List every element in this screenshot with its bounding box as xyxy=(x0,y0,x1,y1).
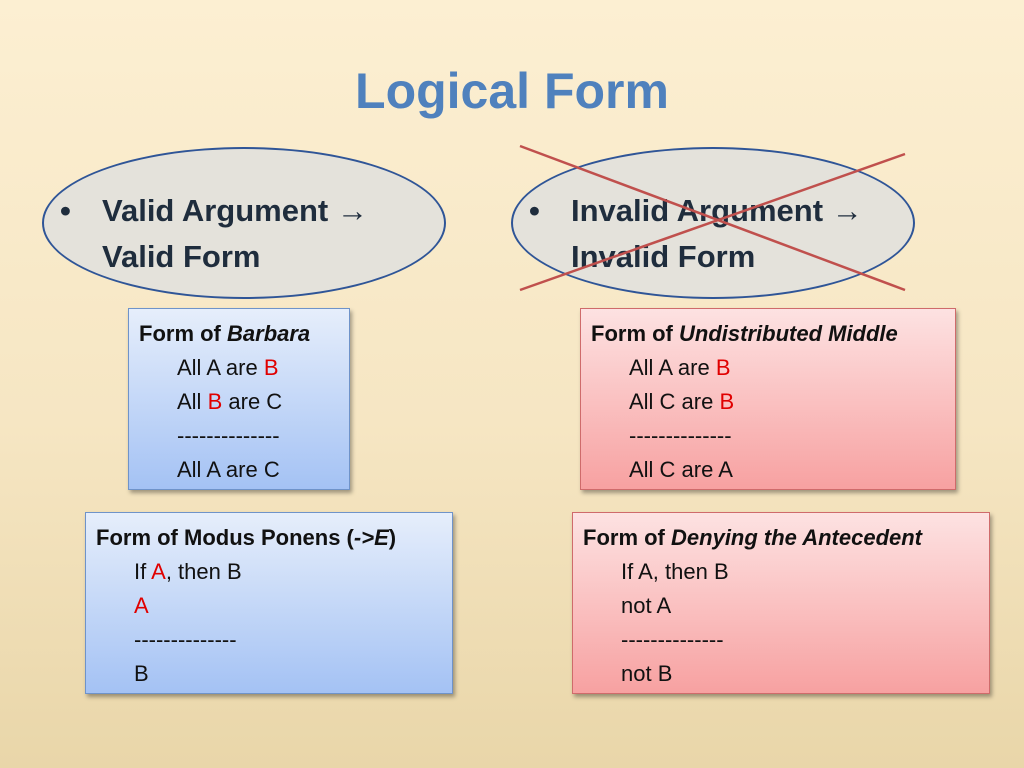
modus-ponens-separator: -------------- xyxy=(134,627,237,652)
denying-conclusion: not B xyxy=(621,661,673,686)
modus-ponens-premise-1: If A, then B xyxy=(96,555,442,589)
implication-operator: -> xyxy=(353,525,375,550)
middle-term: B xyxy=(207,389,223,414)
barbara-separator: -------------- xyxy=(177,423,280,448)
premise-text: , then B xyxy=(165,559,242,584)
modus-ponens-title: Form of Modus Ponens (->E) xyxy=(96,521,442,555)
form-of-label: Form of xyxy=(139,321,221,346)
cross-line-1 xyxy=(519,144,906,292)
barbara-premise-1: All A are B xyxy=(139,351,339,385)
valid-form-label: Valid Form xyxy=(102,239,261,274)
undistributed-middle-box: Form of Undistributed Middle All A are B… xyxy=(580,308,956,490)
right-arrow-icon: → xyxy=(336,193,368,228)
denying-premise-1: If A, then B xyxy=(621,559,729,584)
modus-ponens-premise-2: A xyxy=(134,593,149,618)
invalid-form-label: Invalid Form xyxy=(571,239,756,274)
modus-ponens-conclusion: B xyxy=(134,661,149,686)
premise-text: If xyxy=(134,559,147,584)
undistributed-conclusion: All C are A xyxy=(629,457,733,482)
barbara-form-title: Form of Barbara xyxy=(139,317,339,351)
valid-argument-oval xyxy=(42,147,446,299)
denying-separator: -------------- xyxy=(621,627,724,652)
premise-text: All xyxy=(177,389,202,414)
middle-term: B xyxy=(263,355,279,380)
middle-term: B xyxy=(715,355,731,380)
premise-text: All A are xyxy=(629,355,710,380)
elimination-letter: E xyxy=(374,525,389,550)
denying-premise-2: not A xyxy=(621,593,672,618)
barbara-form-box: Form of Barbara All A are B All B are C … xyxy=(128,308,350,490)
middle-term: B xyxy=(719,389,735,414)
valid-argument-line: Valid Argument → xyxy=(102,188,368,234)
antecedent-term: A xyxy=(151,559,166,584)
barbara-premise-2: All B are C xyxy=(139,385,339,419)
form-of-label: Form of xyxy=(591,321,673,346)
invalid-argument-bullet: • Invalid Argument → Invalid Form xyxy=(529,188,919,288)
close-paren: ) xyxy=(388,525,397,550)
cross-line-2 xyxy=(519,152,906,292)
right-arrow-icon: → xyxy=(831,193,863,228)
denying-antecedent-name: Denying the Antecedent xyxy=(671,525,923,550)
modus-ponens-box: Form of Modus Ponens (->E) If A, then B … xyxy=(85,512,453,694)
undistributed-premise-2: All C are B xyxy=(591,385,945,419)
barbara-conclusion: All A are C xyxy=(177,457,280,482)
premise-text: are C xyxy=(228,389,283,414)
barbara-name: Barbara xyxy=(227,321,311,346)
slide-title: Logical Form xyxy=(355,63,669,119)
bullet-icon: • xyxy=(60,193,71,228)
undistributed-separator: -------------- xyxy=(629,423,732,448)
bullet-icon: • xyxy=(529,193,540,228)
denying-antecedent-title: Form of Denying the Antecedent xyxy=(583,521,979,555)
undistributed-middle-title: Form of Undistributed Middle xyxy=(591,317,945,351)
premise-text: All A are xyxy=(177,355,258,380)
premise-text: All C are xyxy=(629,389,714,414)
denying-antecedent-box: Form of Denying the Antecedent If A, the… xyxy=(572,512,990,694)
form-of-label: Form of xyxy=(583,525,665,550)
undistributed-middle-name: Undistributed Middle xyxy=(679,321,898,346)
valid-argument-bullet: • Valid Argument → Valid Form xyxy=(60,188,440,288)
undistributed-premise-1: All A are B xyxy=(591,351,945,385)
valid-argument-label: Valid Argument xyxy=(102,193,329,228)
modus-ponens-prefix: Form of Modus Ponens ( xyxy=(96,525,354,550)
